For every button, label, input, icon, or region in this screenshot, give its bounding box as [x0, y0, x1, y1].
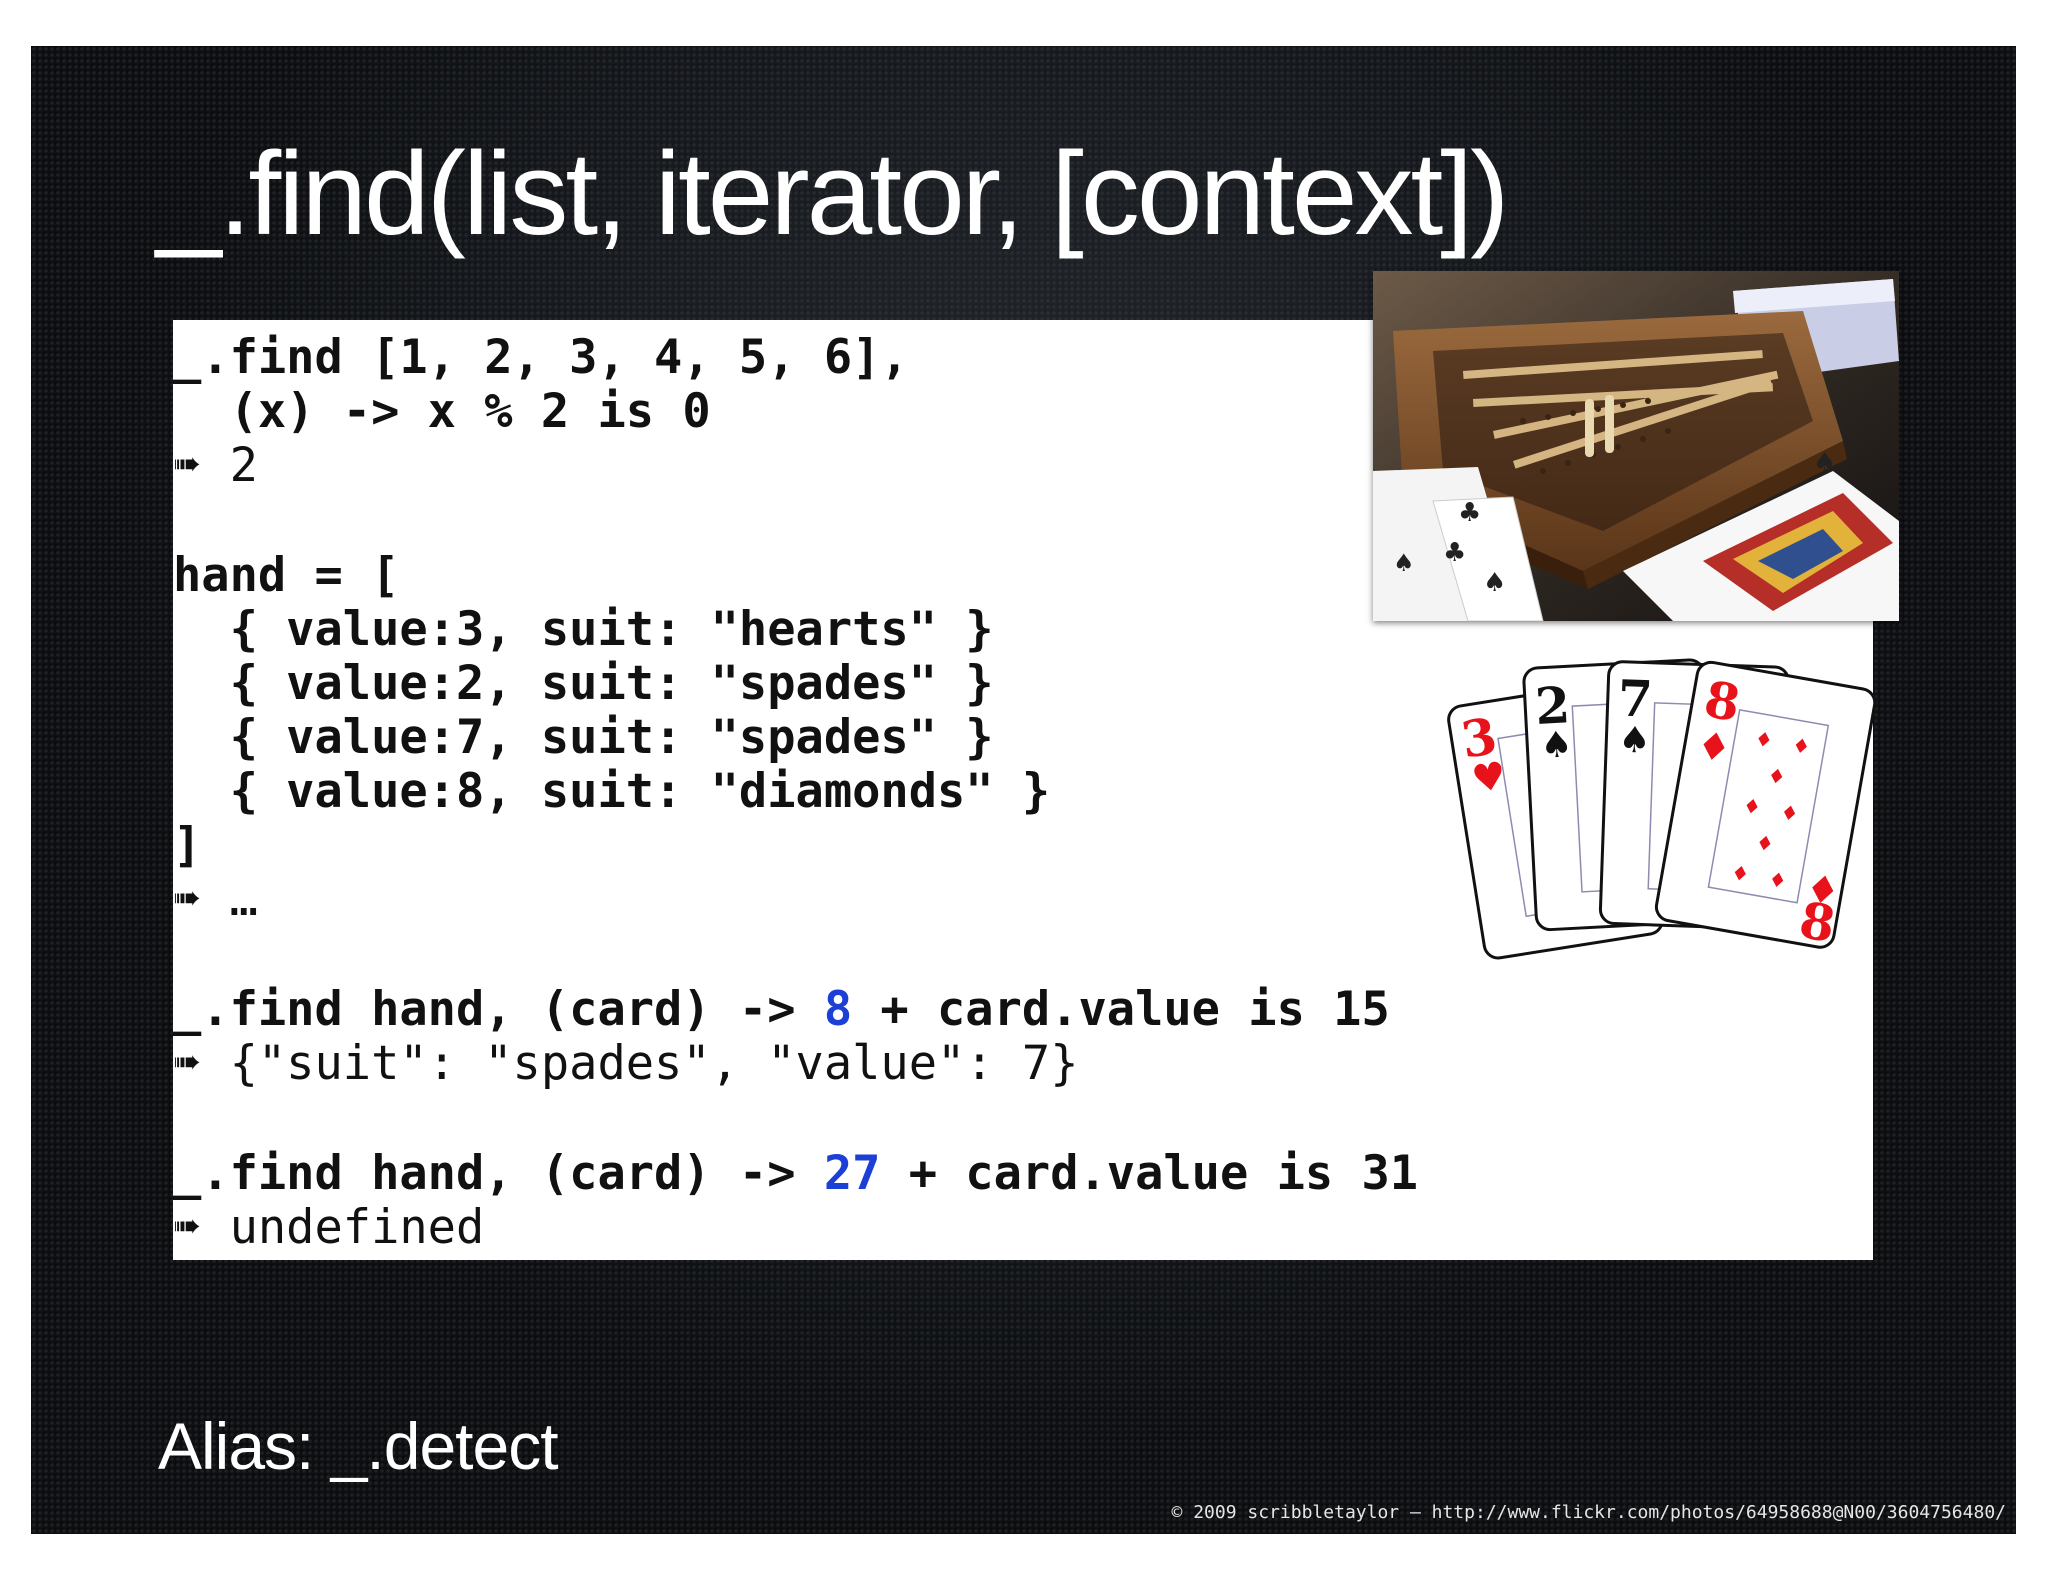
- code-line-find-31: _.find hand, (card) -> 27 + card.value i…: [173, 1146, 1419, 1201]
- svg-text:♦: ♦: [1693, 722, 1734, 771]
- photo-credit: © 2009 scribbletaylor – http://www.flick…: [1171, 1502, 2006, 1523]
- code-line-hand-item: { value:3, suit: "hearts" }: [173, 602, 994, 657]
- svg-text:♦: ♦: [1766, 763, 1788, 790]
- svg-text:♦: ♦: [1754, 830, 1776, 857]
- svg-text:♦: ♦: [1790, 733, 1812, 760]
- code-line-hand-item: { value:7, suit: "spades" }: [173, 710, 994, 765]
- result-arrow-icon: ➠: [173, 872, 202, 927]
- svg-text:♠: ♠: [1618, 720, 1652, 762]
- svg-text:♠: ♠: [1393, 549, 1415, 577]
- svg-text:♠: ♠: [1483, 568, 1506, 598]
- svg-text:♠: ♠: [1813, 448, 1836, 478]
- code-line-find-15: _.find hand, (card) -> 8 + card.value is…: [173, 982, 1390, 1037]
- svg-text:♦: ♦: [1767, 867, 1789, 894]
- code-line-find-list-1: _.find [1, 2, 3, 4, 5, 6],: [173, 330, 909, 385]
- slide: _.find(list, iterator, [context]) _.find…: [31, 46, 2016, 1534]
- svg-text:♠: ♠: [1539, 724, 1573, 767]
- alias-note: Alias: _.detect: [158, 1409, 559, 1483]
- code-line-hand-item: { value:2, suit: "spades" }: [173, 656, 994, 711]
- result-value: …: [229, 872, 258, 927]
- result-arrow-icon: ➠: [173, 1036, 202, 1091]
- result-arrow-icon: ➠: [173, 438, 202, 493]
- svg-text:♣: ♣: [1458, 498, 1481, 528]
- result-arrow-icon: ➠: [173, 1200, 202, 1255]
- playing-cards-icon: 3 ♥ 2 ♠ 7 ♠ 8 ♦: [1447, 658, 1877, 960]
- code-line-hand-item: { value:8, suit: "diamonds" }: [173, 764, 1051, 819]
- svg-text:♦: ♦: [1753, 726, 1775, 753]
- code-result-31: ➠ undefined: [173, 1198, 484, 1258]
- code-line-hand-close: ]: [173, 818, 202, 873]
- code-line-hand-open: hand = [: [173, 548, 400, 603]
- playing-cards-illustration: 3 ♥ 2 ♠ 7 ♠ 8 ♦: [1446, 624, 1886, 964]
- svg-text:♦: ♦: [1729, 860, 1751, 887]
- svg-text:7: 7: [1617, 669, 1654, 729]
- svg-text:♦: ♦: [1741, 793, 1763, 820]
- code-result-hand: ➠ …: [173, 870, 258, 930]
- code-line-find-list-2: (x) -> x % 2 is 0: [173, 384, 711, 439]
- highlighted-number: 27: [823, 1146, 881, 1201]
- slide-title: _.find(list, iterator, [context]): [156, 128, 1509, 260]
- svg-text:♦: ♦: [1802, 865, 1843, 914]
- svg-text:♥: ♥: [1469, 753, 1510, 802]
- cribbage-board-image: ♣ ♣ ♠ ♠ ♠: [1373, 271, 1899, 621]
- svg-text:♣: ♣: [1443, 538, 1466, 568]
- highlighted-number: 8: [823, 982, 853, 1037]
- result-value: {"suit": "spades", "value": 7}: [229, 1036, 1079, 1091]
- cribbage-board-photo: ♣ ♣ ♠ ♠ ♠: [1373, 271, 1899, 621]
- svg-text:2: 2: [1534, 675, 1572, 736]
- svg-text:♦: ♦: [1779, 800, 1801, 827]
- result-value: 2: [229, 438, 258, 493]
- result-value: undefined: [229, 1200, 485, 1255]
- code-result-15: ➠ {"suit": "spades", "value": 7}: [173, 1034, 1079, 1094]
- code-result-even: ➠ 2: [173, 436, 258, 496]
